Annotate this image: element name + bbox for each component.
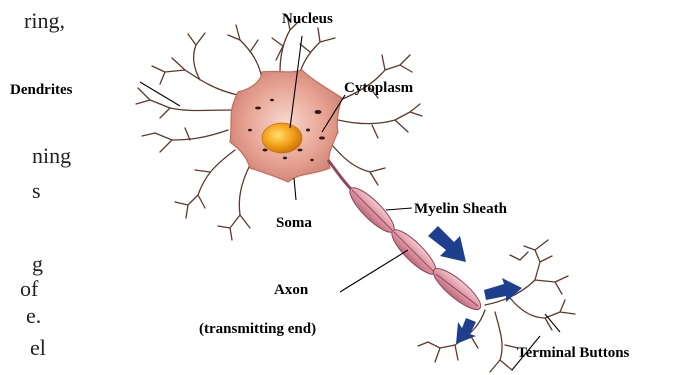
arrow-icon [428, 226, 466, 262]
axon-hillock [328, 160, 352, 190]
nucleus-label: Nucleus [282, 11, 333, 27]
dendrites-label: Dendrites [10, 82, 73, 98]
soma-label: Soma [276, 215, 312, 231]
nucleus [262, 123, 302, 153]
axon-label: Axon [274, 282, 309, 298]
transmitting-end-label: (transmitting end) [199, 321, 316, 337]
arrow-icon [484, 278, 522, 302]
myelin-sheath-label: Myelin Sheath [414, 201, 508, 217]
terminal-buttons-label: Terminal Buttons [517, 345, 630, 361]
cytoplasm-label: Cytoplasm [344, 80, 414, 96]
